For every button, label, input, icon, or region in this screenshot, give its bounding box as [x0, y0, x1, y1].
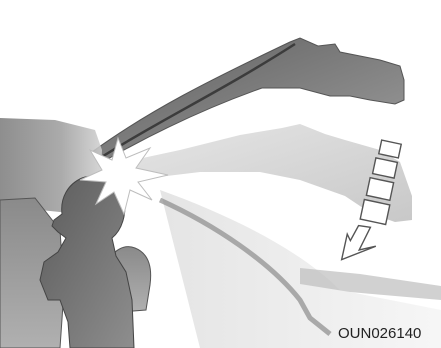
figure-code: OUN026140	[338, 325, 421, 342]
